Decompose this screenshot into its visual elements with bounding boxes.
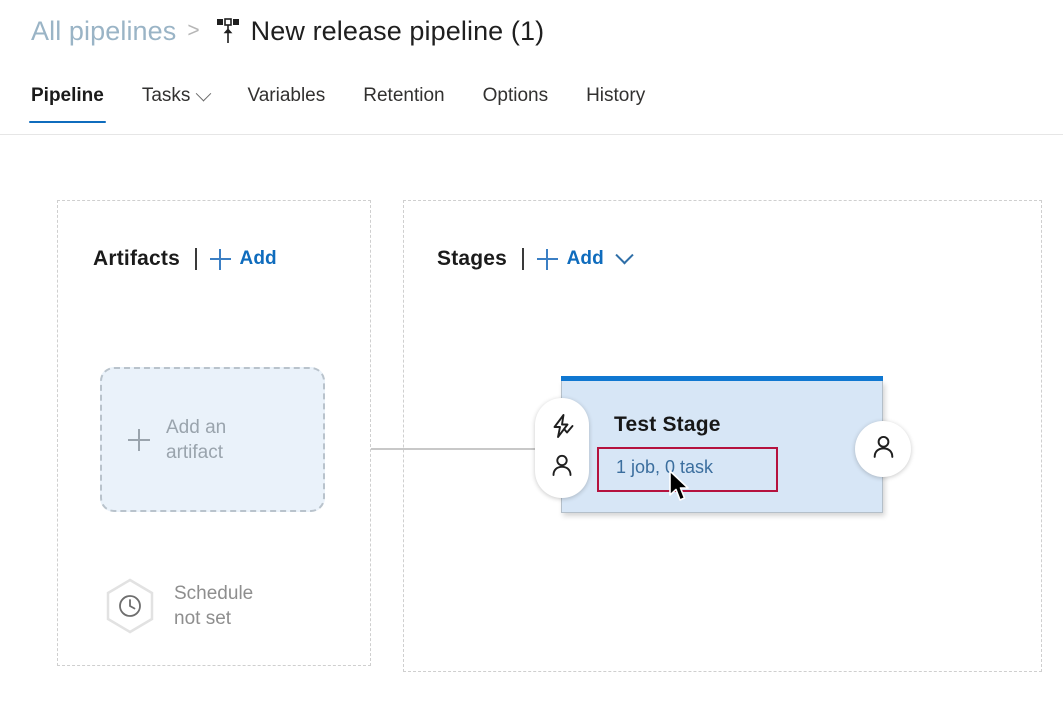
lightning-check-icon	[549, 413, 575, 444]
add-artifact-tile-label: Add an artifact	[166, 415, 226, 465]
breadcrumb-separator: >	[187, 18, 200, 42]
add-artifact-tile-line1: Add an	[166, 416, 227, 438]
tab-bar-divider	[0, 134, 1063, 135]
artifacts-panel: Artifacts Add	[57, 200, 371, 666]
stage-meta-highlight-box: 1 job, 0 task	[597, 447, 778, 492]
breadcrumb: All pipelines > New release pipeline (1)	[31, 8, 544, 54]
tab-pipeline[interactable]: Pipeline	[29, 82, 106, 129]
tab-options-label: Options	[482, 85, 549, 106]
breadcrumb-current-wrap: New release pipeline (1)	[215, 16, 545, 47]
breadcrumb-all-pipelines-link[interactable]: All pipelines	[31, 15, 177, 46]
plus-icon[interactable]	[536, 248, 558, 270]
tab-retention[interactable]: Retention	[361, 82, 446, 129]
tab-pipeline-label: Pipeline	[31, 85, 104, 106]
schedule-hexagon	[104, 578, 156, 634]
post-deployment-approvals-badge[interactable]	[855, 421, 911, 477]
tab-tasks[interactable]: Tasks	[140, 82, 212, 129]
person-icon	[870, 433, 897, 465]
add-artifact-tile-line2: artifact	[166, 441, 224, 463]
pre-deployment-conditions-badge[interactable]	[535, 398, 589, 498]
stage-card-test-stage[interactable]: Test Stage 1 job, 0 task	[561, 376, 883, 513]
schedule-line2: not set	[174, 608, 232, 629]
page-title: New release pipeline (1)	[250, 15, 545, 46]
stage-jobs-tasks-link[interactable]: 1 job, 0 task	[616, 457, 714, 477]
person-icon	[549, 452, 575, 483]
plus-icon	[128, 428, 150, 451]
artifacts-title: Artifacts	[93, 247, 180, 270]
artifacts-header: Artifacts Add	[93, 247, 277, 271]
plus-icon[interactable]	[209, 248, 231, 270]
release-pipeline-icon	[215, 16, 241, 46]
tab-list: Pipeline Tasks Variables Retention Optio…	[29, 82, 647, 129]
tab-options[interactable]: Options	[481, 82, 550, 129]
stages-header: Stages Add	[437, 245, 634, 271]
stage-name: Test Stage	[614, 413, 721, 436]
add-artifact-button[interactable]: Add	[239, 248, 277, 269]
artifact-to-stage-connector	[371, 448, 566, 450]
schedule-label: Schedule not set	[174, 581, 253, 631]
tab-tasks-label: Tasks	[141, 85, 191, 106]
tab-history-label: History	[586, 85, 646, 106]
add-an-artifact-tile[interactable]: Add an artifact	[100, 367, 325, 512]
tab-history[interactable]: History	[584, 82, 647, 129]
tab-bar: Pipeline Tasks Variables Retention Optio…	[0, 82, 1063, 135]
tab-variables-label: Variables	[247, 85, 326, 106]
artifacts-header-divider	[195, 248, 197, 270]
schedule-line1: Schedule	[174, 583, 254, 604]
tab-retention-label: Retention	[363, 85, 445, 106]
add-stage-button[interactable]: Add	[566, 248, 604, 269]
schedule-widget[interactable]: Schedule not set	[104, 578, 253, 634]
tab-variables[interactable]: Variables	[245, 82, 327, 129]
stage-card-top-bar	[561, 376, 883, 381]
stages-panel: Stages Add	[403, 200, 1042, 672]
stages-header-divider	[522, 248, 524, 270]
chevron-down-icon[interactable]	[615, 245, 634, 264]
stages-title: Stages	[437, 247, 508, 270]
chevron-down-icon	[196, 85, 212, 101]
